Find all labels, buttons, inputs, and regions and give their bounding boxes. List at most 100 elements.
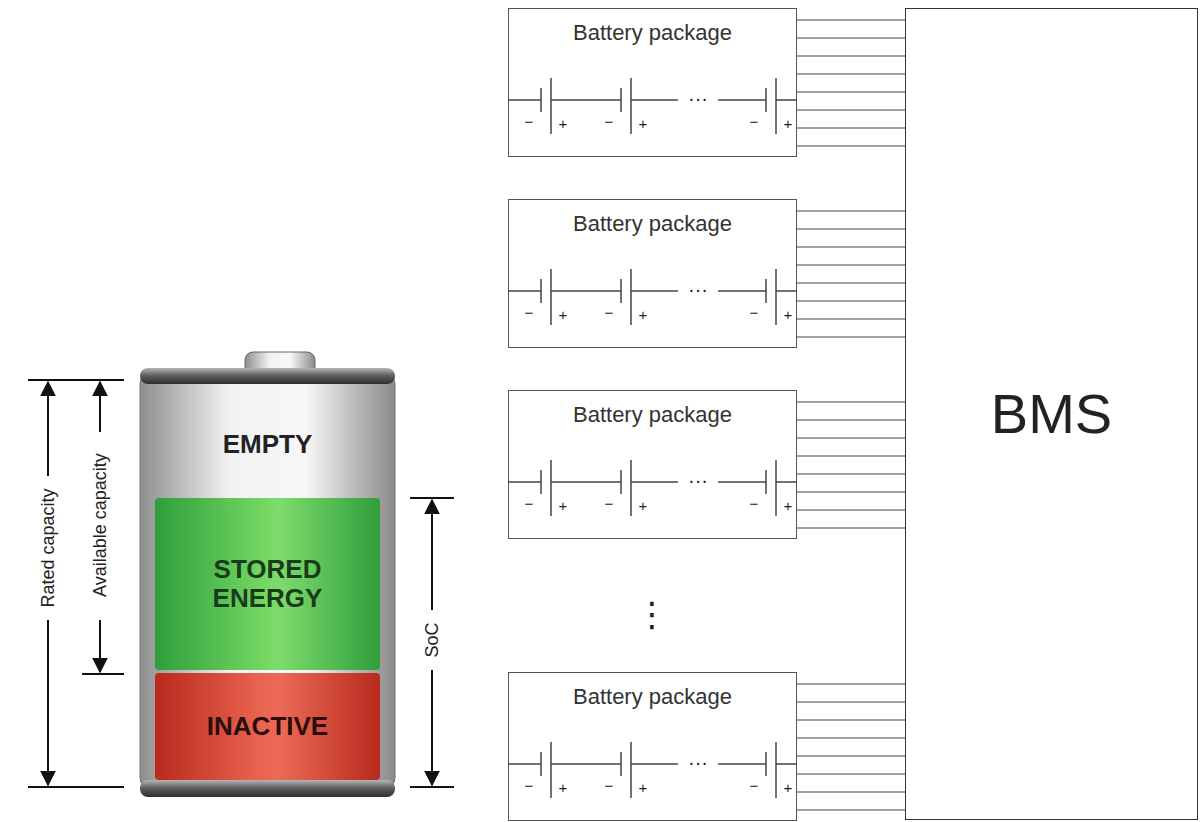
segment-label: INACTIVE [207, 712, 328, 741]
bracket-tick [28, 786, 124, 788]
cell-negative-plate [765, 279, 767, 303]
cell-positive-plate [550, 742, 552, 798]
terminal-sign: + [784, 116, 793, 131]
segment-label: STORED ENERGY [163, 555, 372, 612]
terminal-sign: + [559, 116, 568, 131]
battery-package-box: Battery package [508, 672, 797, 821]
cell-wire [508, 481, 541, 483]
cell-positive-plate [775, 269, 777, 325]
cell-wire [718, 481, 766, 483]
cell-wire [718, 290, 766, 292]
cell-positive-plate [775, 742, 777, 798]
battery-package-box: Battery package [508, 8, 797, 157]
cell-positive-plate [630, 78, 632, 134]
bracket-arrow [99, 620, 101, 672]
terminal-sign: + [559, 780, 568, 795]
cell-wire [631, 481, 678, 483]
terminal-sign: + [559, 307, 568, 322]
capacity-label: Rated capacity [39, 488, 57, 607]
cell-positive-plate [550, 78, 552, 134]
bms-box: BMS [905, 8, 1198, 820]
bracket-tick [82, 673, 124, 675]
terminal-sign: − [525, 496, 534, 511]
cell-negative-plate [540, 279, 542, 303]
cell-wire [776, 763, 797, 765]
bracket-tick [410, 786, 454, 788]
cell-positive-plate [630, 269, 632, 325]
package-heading: Battery package [573, 212, 732, 236]
cell-wire [551, 481, 621, 483]
ellipsis: ··· [688, 88, 708, 108]
empty-segment: EMPTY [155, 392, 380, 496]
cell-wire [776, 290, 797, 292]
terminal-sign: + [784, 498, 793, 513]
terminal-sign: + [784, 780, 793, 795]
cell-positive-plate [550, 269, 552, 325]
bracket-arrow [47, 620, 49, 785]
bms-label: BMS [991, 383, 1112, 445]
capacity-label: Available capacity [91, 453, 109, 597]
package-heading: Battery package [573, 21, 732, 45]
cell-wire [508, 99, 541, 101]
cell-negative-plate [765, 470, 767, 494]
wire-bundle [797, 402, 905, 528]
segment-label: EMPTY [223, 430, 313, 459]
cell-wire [508, 763, 541, 765]
cell-wire [551, 290, 621, 292]
vertical-ellipsis: ⋮ [635, 597, 669, 631]
cell-negative-plate [620, 88, 622, 112]
cell-positive-plate [550, 460, 552, 516]
terminal-sign: + [559, 498, 568, 513]
wire-bundle [797, 20, 905, 146]
bracket-tick [28, 379, 124, 381]
cell-positive-plate [775, 78, 777, 134]
cell-negative-plate [765, 88, 767, 112]
bracket-arrow [431, 500, 433, 610]
terminal-sign: − [750, 778, 759, 793]
package-heading: Battery package [573, 685, 732, 709]
ellipsis: ··· [688, 279, 708, 299]
terminal-sign: − [525, 778, 534, 793]
terminal-sign: − [605, 114, 614, 129]
stored-energy-segment: STORED ENERGY [155, 498, 380, 670]
cell-wire [551, 763, 621, 765]
cell-wire [631, 763, 678, 765]
cell-negative-plate [540, 752, 542, 776]
bracket-tick [410, 497, 454, 499]
cell-wire [631, 99, 678, 101]
battery-package-box: Battery package [508, 390, 797, 539]
soc-label: SoC [423, 622, 441, 657]
battery-body [140, 372, 395, 790]
cell-wire [718, 763, 766, 765]
bracket-arrow [99, 382, 101, 432]
cell-wire [718, 99, 766, 101]
terminal-sign: − [525, 114, 534, 129]
terminal-sign: + [784, 307, 793, 322]
terminal-sign: + [639, 498, 648, 513]
cell-negative-plate [620, 470, 622, 494]
wire-bundle [797, 684, 905, 810]
terminal-sign: − [750, 496, 759, 511]
terminal-sign: + [639, 307, 648, 322]
battery-package-box: Battery package [508, 199, 797, 348]
terminal-sign: − [605, 496, 614, 511]
package-heading: Battery package [573, 403, 732, 427]
inactive-segment: INACTIVE [155, 673, 380, 780]
cell-negative-plate [540, 470, 542, 494]
ellipsis: ··· [688, 752, 708, 772]
terminal-sign: + [639, 116, 648, 131]
cell-wire [508, 290, 541, 292]
cell-positive-plate [630, 742, 632, 798]
cell-negative-plate [765, 752, 767, 776]
terminal-sign: − [750, 305, 759, 320]
terminal-sign: − [605, 778, 614, 793]
terminal-sign: + [639, 780, 648, 795]
bracket-arrow [47, 382, 49, 476]
cell-wire [776, 481, 797, 483]
terminal-sign: − [525, 305, 534, 320]
ellipsis: ··· [688, 470, 708, 490]
cell-negative-plate [540, 88, 542, 112]
cell-negative-plate [620, 279, 622, 303]
wire-bundle [797, 211, 905, 337]
